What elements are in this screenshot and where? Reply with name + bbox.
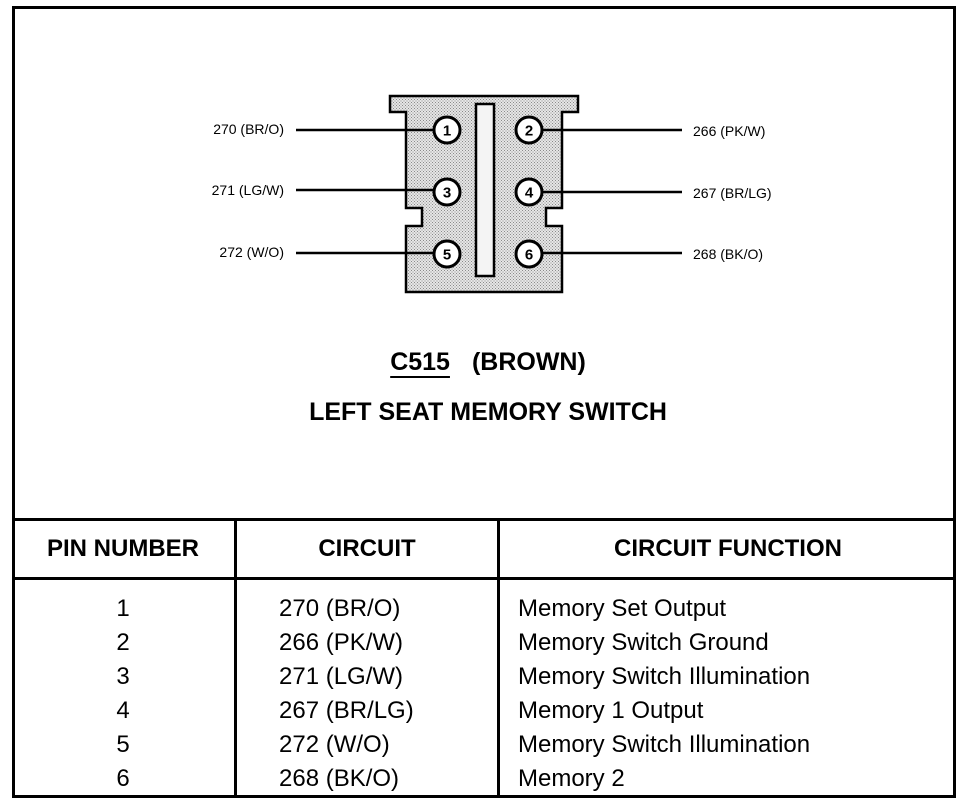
connector-title: C515 (BROWN) bbox=[0, 348, 976, 377]
connector-description: LEFT SEAT MEMORY SWITCH bbox=[309, 398, 667, 426]
table-row: 4 267 (BR/LG) Memory 1 Output bbox=[12, 694, 956, 728]
table-row: 5 272 (W/O) Memory Switch Illumination bbox=[12, 728, 956, 762]
pin-6: 6 bbox=[514, 239, 544, 269]
cell-function: Memory 2 bbox=[497, 762, 956, 796]
connector-latch bbox=[474, 102, 496, 278]
pin-table-header: PIN NUMBER CIRCUIT CIRCUIT FUNCTION bbox=[12, 518, 956, 580]
pin-1: 1 bbox=[432, 115, 462, 145]
pin-5: 5 bbox=[432, 239, 462, 269]
table-row: 3 271 (LG/W) Memory Switch Illumination bbox=[12, 660, 956, 694]
svg-text:3: 3 bbox=[443, 185, 451, 202]
cell-circuit: 271 (LG/W) bbox=[234, 660, 499, 694]
table-row: 1 270 (BR/O) Memory Set Output bbox=[12, 578, 956, 626]
wire-label-pin-5: 272 (W/O) bbox=[219, 244, 284, 260]
svg-text:6: 6 bbox=[525, 247, 533, 264]
svg-text:1: 1 bbox=[443, 123, 451, 140]
header-circuit: CIRCUIT bbox=[234, 518, 499, 580]
cell-function: Memory Switch Illumination bbox=[497, 660, 956, 694]
cell-circuit: 266 (PK/W) bbox=[234, 626, 499, 660]
table-row: 2 266 (PK/W) Memory Switch Ground bbox=[12, 626, 956, 660]
cell-function: Memory 1 Output bbox=[497, 694, 956, 728]
wire-label-pin-3: 271 (LG/W) bbox=[212, 182, 284, 198]
cell-pin: 1 bbox=[116, 595, 130, 622]
header-circuit-function: CIRCUIT FUNCTION bbox=[497, 518, 956, 580]
svg-text:5: 5 bbox=[443, 247, 451, 264]
wire-label-pin-4: 267 (BR/LG) bbox=[693, 185, 772, 201]
cell-circuit: 268 (BK/O) bbox=[234, 762, 499, 796]
cell-pin: 5 bbox=[116, 731, 130, 758]
cell-pin: 6 bbox=[116, 765, 130, 792]
pin-3: 3 bbox=[432, 177, 462, 207]
connector-code: C515 bbox=[390, 348, 450, 376]
wire-label-pin-6: 268 (BK/O) bbox=[693, 246, 763, 262]
cell-function: Memory Switch Ground bbox=[497, 626, 956, 660]
cell-circuit: 272 (W/O) bbox=[234, 728, 499, 762]
cell-function: Memory Set Output bbox=[497, 578, 956, 626]
pin-4: 4 bbox=[514, 177, 544, 207]
pin-2: 2 bbox=[514, 115, 544, 145]
cell-circuit: 267 (BR/LG) bbox=[234, 694, 499, 728]
cell-pin: 2 bbox=[116, 629, 130, 656]
cell-circuit: 270 (BR/O) bbox=[234, 578, 499, 626]
connector-color: (BROWN) bbox=[471, 348, 586, 376]
cell-pin: 3 bbox=[116, 663, 130, 690]
svg-text:4: 4 bbox=[525, 185, 534, 202]
wire-label-pin-2: 266 (PK/W) bbox=[693, 123, 765, 139]
wire-label-pin-1: 270 (BR/O) bbox=[213, 121, 284, 137]
connector-diagram: 1 2 3 4 5 6 270 (BR/O) 271 (LG/W) 272 (W… bbox=[212, 94, 772, 294]
pin-table: PIN NUMBER CIRCUIT CIRCUIT FUNCTION 1 27… bbox=[12, 518, 956, 796]
cell-pin: 4 bbox=[116, 697, 130, 724]
svg-text:2: 2 bbox=[525, 123, 533, 140]
header-pin-number: PIN NUMBER bbox=[12, 518, 236, 580]
table-row: 6 268 (BK/O) Memory 2 bbox=[12, 762, 956, 796]
diagram-frame bbox=[12, 6, 956, 798]
cell-function: Memory Switch Illumination bbox=[497, 728, 956, 762]
